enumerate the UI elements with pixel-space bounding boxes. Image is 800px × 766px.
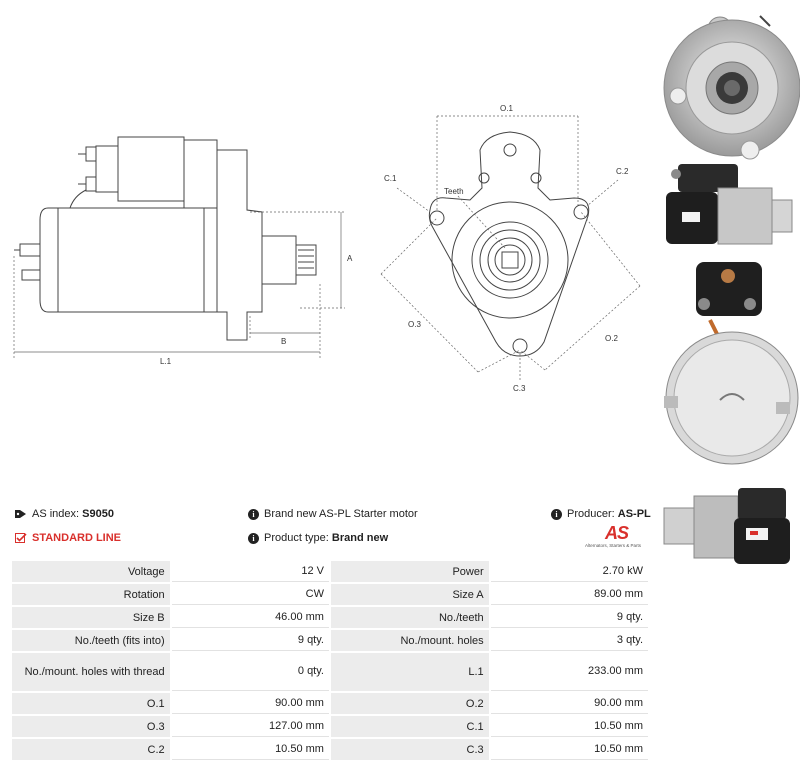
dim-label-c3: C.3 bbox=[513, 384, 526, 393]
producer: i Producer: AS-PL bbox=[551, 508, 651, 520]
product-info: AS index: S9050 STANDARD LINE i Brand ne… bbox=[15, 504, 655, 552]
product-photos bbox=[660, 0, 800, 580]
photo-front-view[interactable] bbox=[660, 4, 800, 164]
logo-mark: AS bbox=[605, 523, 629, 543]
spec-label: Voltage bbox=[12, 561, 170, 582]
spec-value: 90.00 mm bbox=[490, 693, 648, 714]
spec-label: Size B bbox=[12, 607, 170, 628]
spec-label: C.3 bbox=[330, 739, 489, 760]
info-icon: i bbox=[248, 532, 259, 544]
spec-label: O.3 bbox=[12, 716, 170, 737]
table-row: Rotation CW Size A 89.00 mm bbox=[12, 584, 648, 605]
spec-label: C.1 bbox=[330, 716, 489, 737]
spec-label: No./teeth bbox=[330, 607, 489, 628]
description-text: Brand new AS-PL Starter motor bbox=[264, 508, 418, 520]
table-row: C.2 10.50 mm C.3 10.50 mm bbox=[12, 739, 648, 760]
spec-label: No./teeth (fits into) bbox=[12, 630, 170, 651]
table-row: No./mount. holes with thread 0 qty. L.1 … bbox=[12, 653, 648, 691]
spec-label: C.2 bbox=[12, 739, 170, 760]
technical-drawings: L.1 A B bbox=[0, 0, 660, 400]
spec-value: 12 V bbox=[171, 561, 329, 582]
spec-label: Rotation bbox=[12, 584, 170, 605]
as-pl-logo: AS Alternators, Starters & Parts bbox=[585, 523, 649, 551]
producer-label: Producer: bbox=[567, 508, 615, 520]
dim-label-teeth: Teeth bbox=[444, 187, 464, 196]
dim-label-o1: O.1 bbox=[500, 104, 513, 113]
dim-label-a: A bbox=[347, 254, 353, 263]
info-icon: i bbox=[551, 508, 562, 520]
spec-value: 3 qty. bbox=[490, 630, 648, 651]
product-type: i Product type: Brand new bbox=[248, 532, 388, 544]
product-description: i Brand new AS-PL Starter motor bbox=[248, 508, 418, 520]
spec-value: CW bbox=[171, 584, 329, 605]
table-row: No./teeth (fits into) 9 qty. No./mount. … bbox=[12, 630, 648, 651]
spec-value: 127.00 mm bbox=[171, 716, 329, 737]
spec-label: No./mount. holes bbox=[330, 630, 489, 651]
spec-value: 233.00 mm bbox=[490, 653, 648, 691]
spec-label: L.1 bbox=[330, 653, 489, 691]
dimension-drawing: L.1 A B bbox=[13, 104, 641, 393]
photo-angle-view[interactable] bbox=[660, 484, 800, 574]
dim-label-c1: C.1 bbox=[384, 174, 397, 183]
spec-value: 0 qty. bbox=[171, 653, 329, 691]
table-row: O.1 90.00 mm O.2 90.00 mm bbox=[12, 693, 648, 714]
spec-value: 90.00 mm bbox=[171, 693, 329, 714]
as-index-value: S9050 bbox=[82, 508, 114, 520]
tag-icon bbox=[15, 510, 26, 518]
product-type-label: Product type: bbox=[264, 532, 329, 544]
logo-tagline: Alternators, Starters & Parts bbox=[585, 543, 642, 548]
spec-value: 9 qty. bbox=[490, 607, 648, 628]
spec-value: 10.50 mm bbox=[490, 716, 648, 737]
spec-value: 9 qty. bbox=[171, 630, 329, 651]
standard-line: STANDARD LINE bbox=[15, 532, 121, 544]
dim-label-o3: O.3 bbox=[408, 320, 421, 329]
spec-label: Size A bbox=[330, 584, 489, 605]
spec-value: 10.50 mm bbox=[171, 739, 329, 760]
standard-line-label: STANDARD LINE bbox=[32, 532, 122, 544]
spec-value: 46.00 mm bbox=[171, 607, 329, 628]
photo-rear-view[interactable] bbox=[660, 258, 800, 468]
spec-label: No./mount. holes with thread bbox=[12, 653, 170, 691]
info-icon: i bbox=[248, 508, 259, 520]
spec-value: 2.70 kW bbox=[490, 561, 648, 582]
dim-label-l1: L.1 bbox=[160, 357, 172, 366]
product-type-value: Brand new bbox=[331, 532, 389, 544]
specs-table: Voltage 12 V Power 2.70 kW Rotation CW S… bbox=[10, 559, 650, 762]
as-index-label: AS index: bbox=[32, 508, 80, 520]
spec-label: O.1 bbox=[12, 693, 170, 714]
spec-label: O.2 bbox=[330, 693, 489, 714]
dim-label-c2: C.2 bbox=[616, 167, 629, 176]
table-row: Voltage 12 V Power 2.70 kW bbox=[12, 561, 648, 582]
spec-label: Power bbox=[330, 561, 489, 582]
table-row: O.3 127.00 mm C.1 10.50 mm bbox=[12, 716, 648, 737]
producer-value: AS-PL bbox=[617, 508, 651, 520]
dim-label-b: B bbox=[281, 337, 286, 346]
photo-side-view[interactable] bbox=[660, 160, 800, 250]
table-row: Size B 46.00 mm No./teeth 9 qty. bbox=[12, 607, 648, 628]
checkbox-icon bbox=[15, 533, 27, 543]
dim-label-o2: O.2 bbox=[605, 334, 618, 343]
spec-value: 10.50 mm bbox=[490, 739, 648, 760]
spec-value: 89.00 mm bbox=[490, 584, 648, 605]
as-index: AS index: S9050 bbox=[15, 508, 114, 520]
